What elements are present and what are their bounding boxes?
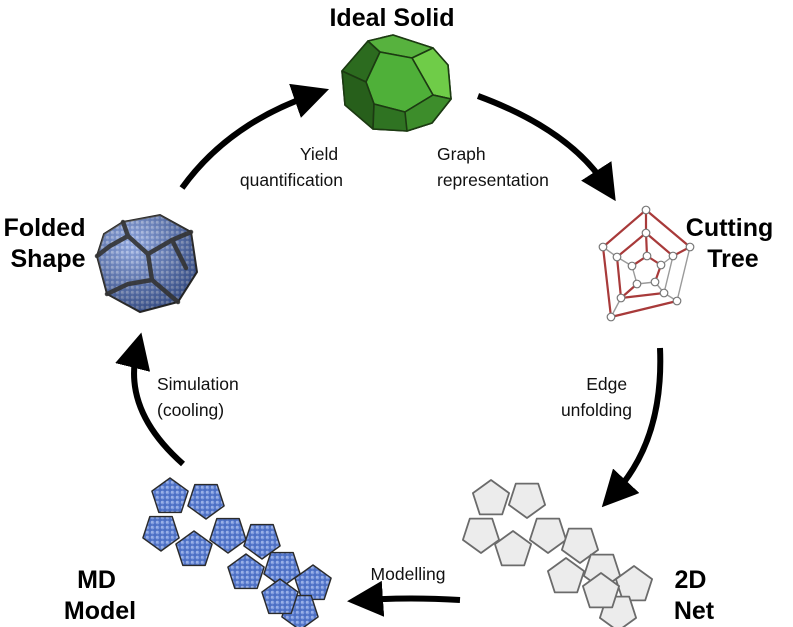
edge-unfolding-line1: Edge bbox=[586, 374, 627, 394]
net-2d-label: 2D Net bbox=[674, 566, 715, 625]
graph-representation-line1: Graph bbox=[437, 144, 486, 164]
arrow-solid-to-tree bbox=[476, 93, 616, 202]
folded-shape-label: Folded Shape bbox=[4, 214, 93, 273]
md-pentagon bbox=[187, 483, 225, 520]
arrow-tree-to-net bbox=[601, 347, 664, 508]
dodecahedron-icon bbox=[341, 34, 452, 132]
md-pentagon bbox=[294, 564, 332, 601]
arrow-net-to-model bbox=[347, 580, 461, 617]
md-model-label-line2: Model bbox=[64, 597, 136, 625]
folded-shape-label-line1: Folded bbox=[4, 214, 86, 242]
arrow-folded-to-solid bbox=[179, 83, 330, 190]
simulation-line2: (cooling) bbox=[157, 400, 224, 420]
net-pentagon bbox=[471, 479, 511, 516]
md-pentagon bbox=[261, 578, 299, 615]
md-model-label: MD Model bbox=[64, 566, 136, 625]
md-pentagon bbox=[243, 523, 281, 560]
particle-cluster-icon bbox=[94, 213, 199, 314]
md-pentagon bbox=[151, 477, 189, 514]
folded-shape-label-line2: Shape bbox=[10, 245, 85, 273]
net-2d-label-line2: Net bbox=[674, 597, 715, 625]
cutting-tree-label: Cutting Tree bbox=[686, 214, 780, 273]
md-pentagon bbox=[175, 530, 213, 567]
net-pentagon bbox=[547, 557, 585, 594]
net-pentagon bbox=[461, 517, 501, 554]
graph-representation-label: Graph representation bbox=[437, 144, 549, 190]
net-pentagon bbox=[507, 482, 546, 519]
net-2d-label-line1: 2D bbox=[675, 566, 707, 594]
simulation-line1: Simulation bbox=[157, 374, 239, 394]
yield-quantification-label: Yield quantification bbox=[240, 144, 343, 190]
arrow-model-to-folded bbox=[115, 332, 185, 467]
net-pentagon bbox=[529, 517, 567, 554]
net-pentagon bbox=[582, 572, 620, 609]
cutting-tree-label-line1: Cutting bbox=[686, 214, 773, 242]
cutting-tree-label-line2: Tree bbox=[707, 245, 759, 273]
net-pentagon bbox=[493, 530, 532, 567]
edge-unfolding-label: Edge unfolding bbox=[561, 374, 632, 420]
md-pentagon bbox=[263, 551, 301, 588]
net-pentagon bbox=[615, 565, 653, 602]
modelling-label: Modelling bbox=[371, 564, 446, 584]
yield-quantification-line1: Yield bbox=[300, 144, 338, 164]
graph-representation-line2: representation bbox=[437, 170, 549, 190]
particle-net-icon bbox=[142, 477, 332, 627]
edge-unfolding-line2: unfolding bbox=[561, 400, 632, 420]
simulation-label: Simulation (cooling) bbox=[157, 374, 244, 420]
md-pentagon bbox=[227, 553, 265, 590]
md-pentagon bbox=[209, 517, 247, 554]
md-pentagon bbox=[142, 515, 180, 552]
net-pentagon bbox=[561, 527, 599, 564]
schlegel-graph-icon bbox=[598, 205, 695, 322]
yield-quantification-line2: quantification bbox=[240, 170, 343, 190]
pentagon-net-icon bbox=[461, 479, 653, 627]
md-model-label-line1: MD bbox=[77, 566, 116, 594]
ideal-solid-label: Ideal Solid bbox=[329, 4, 454, 32]
